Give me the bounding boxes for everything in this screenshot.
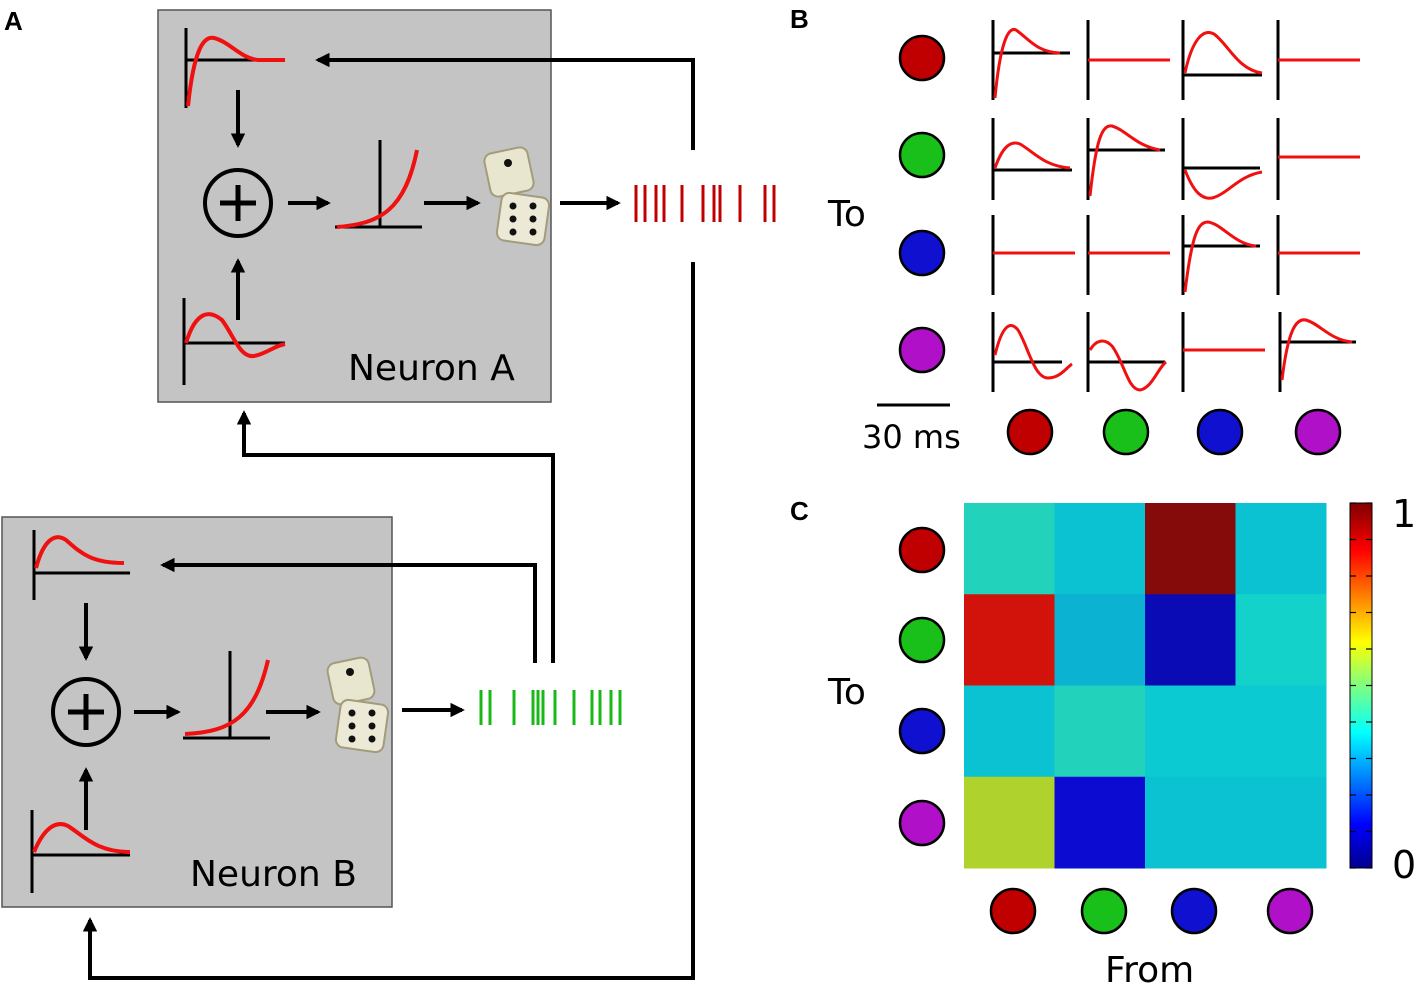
heatmap-cell-r1-c3 [1235, 594, 1327, 686]
colorbar-min-label: 0 [1392, 843, 1416, 887]
kernel-r3-c2 [1181, 312, 1265, 392]
kernel-r2-c1 [1086, 215, 1170, 295]
neuron-a-self-kernel [184, 28, 285, 108]
colorbar-max-label: 1 [1392, 492, 1416, 536]
from-neuron-dot-0 [1006, 408, 1054, 456]
heatmap [964, 503, 1327, 869]
from-neuron-dot-0 [989, 887, 1037, 935]
kernel-r0-c0 [991, 20, 1070, 100]
to-neuron-dot-1 [898, 616, 946, 664]
to-neuron-dot-0 [898, 34, 946, 82]
panel-c-row-dots [898, 526, 946, 847]
neuron-b-nonlinearity-icon [183, 651, 270, 740]
heatmap-cell-r1-c1 [1054, 594, 1146, 686]
panel-a-letter: A [4, 6, 23, 36]
heatmap-cell-r0-c2 [1145, 503, 1236, 595]
from-neuron-dot-2 [1170, 887, 1218, 935]
kernel-r0-c3 [1276, 20, 1360, 100]
heatmap-cell-r0-c3 [1235, 503, 1327, 595]
to-neuron-dot-2 [898, 229, 946, 277]
to-neuron-dot-2 [898, 707, 946, 755]
scale-bar-label: 30 ms [862, 418, 961, 456]
arrow-feedback-b-to-b [160, 557, 537, 663]
neuron-a-cross-kernel [182, 298, 286, 385]
kernel-r2-c3 [1276, 215, 1360, 295]
panel-c-to-label: To [827, 672, 866, 713]
panel-c-letter: C [790, 496, 809, 526]
to-neuron-dot-0 [898, 526, 946, 574]
heatmap-cell-r1-c2 [1145, 594, 1236, 686]
kernel-r1-c2 [1181, 118, 1263, 200]
neuron-a-spike-train [634, 185, 776, 222]
kernel-r0-c1 [1086, 20, 1170, 100]
neuron-b-dice-icon [326, 656, 390, 754]
neuron-a-sum-icon [203, 168, 273, 238]
panel-b-column-dots [1006, 408, 1342, 456]
kernel-r3-c0 [991, 312, 1073, 392]
neuron-a-label: Neuron A [348, 348, 515, 389]
heatmap-cell-r3-c1 [1054, 776, 1146, 869]
heatmap-cell-r3-c2 [1145, 776, 1236, 869]
from-neuron-dot-3 [1294, 408, 1342, 456]
arrow-a-to-b [82, 262, 695, 980]
arrow-b-to-a [236, 410, 555, 663]
neuron-b-cross-kernel [32, 530, 130, 600]
neuron-b-box: Neuron B [1, 516, 393, 908]
heatmap-cell-r2-c0 [964, 685, 1055, 778]
heatmap-cell-r2-c2 [1145, 685, 1236, 778]
colorbar-ticks [1350, 502, 1372, 869]
heatmap-cell-r1-c0 [964, 594, 1055, 686]
kernel-r1-c0 [991, 118, 1072, 200]
from-neuron-dot-1 [1102, 408, 1150, 456]
heatmap-cell-r2-c3 [1235, 685, 1327, 778]
panel-b-letter: B [790, 4, 809, 34]
neuron-a-box: Neuron A [157, 9, 552, 403]
heatmap-cell-r3-c3 [1235, 776, 1327, 869]
neuron-b-spike-train [479, 690, 622, 725]
kernel-r2-c2 [1181, 215, 1260, 295]
panel-c-column-dots [989, 887, 1314, 935]
kernel-r2-c0 [991, 215, 1075, 295]
neuron-a-dice-icon [483, 146, 551, 247]
heatmap-cell-r0-c0 [964, 503, 1055, 595]
kernel-r3-c3 [1278, 312, 1356, 392]
to-neuron-dot-1 [898, 131, 946, 179]
to-neuron-dot-3 [898, 799, 946, 847]
panel-b-kernel-grid [991, 20, 1360, 392]
heatmap-cell-r3-c0 [964, 776, 1055, 869]
panel-b-row-dots [898, 34, 946, 374]
neuron-b-label: Neuron B [190, 854, 357, 895]
kernel-r0-c2 [1181, 20, 1263, 100]
arrow-feedback-a-to-a [315, 52, 695, 150]
heatmap-cell-r0-c1 [1054, 503, 1146, 595]
from-neuron-dot-1 [1080, 887, 1128, 935]
colorbar: 1 0 [1349, 492, 1416, 887]
from-neuron-dot-3 [1266, 887, 1314, 935]
kernel-r1-c3 [1276, 118, 1360, 200]
neuron-a-nonlinearity-icon [335, 140, 422, 229]
to-neuron-dot-3 [898, 326, 946, 374]
neuron-b-self-kernel [30, 810, 131, 893]
panel-b-to-label: To [827, 194, 866, 235]
from-neuron-dot-2 [1196, 408, 1244, 456]
heatmap-cell-r2-c1 [1054, 685, 1146, 778]
neuron-b-sum-icon [51, 677, 121, 747]
kernel-r3-c1 [1086, 312, 1168, 392]
panel-c-from-label: From [1105, 950, 1194, 986]
kernel-r1-c1 [1086, 118, 1165, 200]
